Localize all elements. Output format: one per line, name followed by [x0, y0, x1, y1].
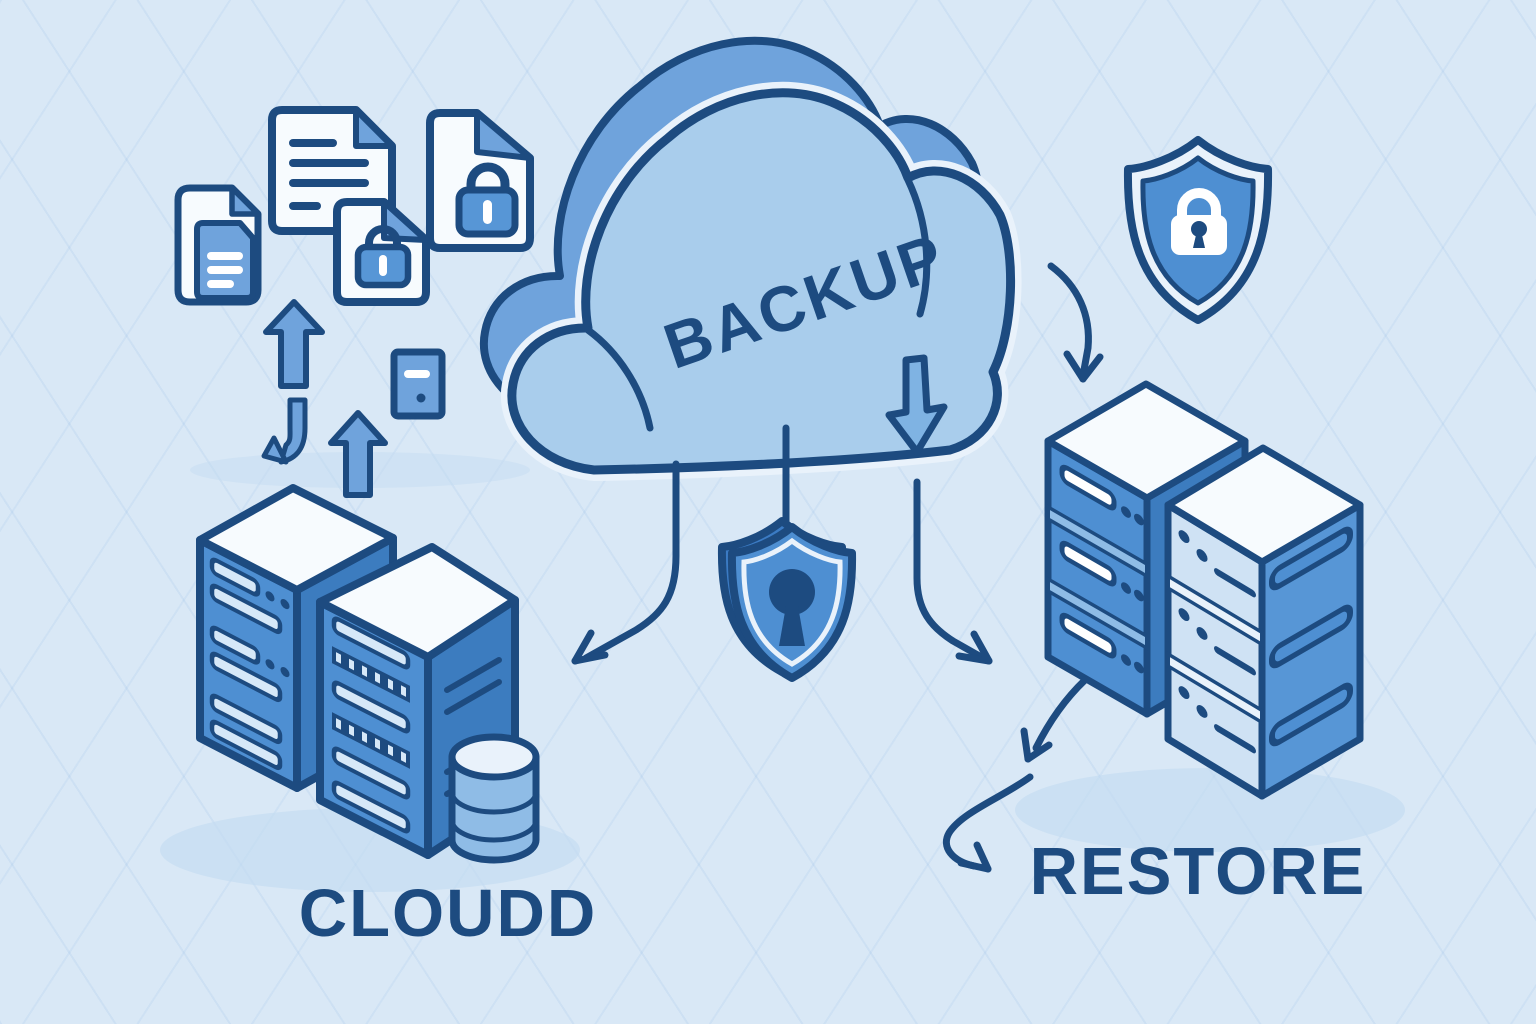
doc-text-line [289, 159, 369, 167]
document-icon [174, 184, 262, 306]
flow-arrow-restore-1-icon [1020, 676, 1089, 763]
right-group-label: RESTORE [1030, 834, 1367, 909]
file-lock-small-icon [333, 198, 430, 306]
database-cylinder-icon [448, 733, 540, 864]
flow-arrow-shield-icon [1047, 262, 1104, 383]
upload-arrow-icon [263, 299, 325, 389]
flow-arrow-right-icon [913, 478, 993, 665]
lock-icon [1171, 188, 1227, 255]
doc-text-line [289, 139, 337, 147]
shield-lock-icon [1123, 136, 1273, 324]
tablet-icon [390, 348, 446, 420]
flow-arrow-left-icon [571, 460, 680, 665]
file-lock-large-icon [426, 109, 534, 252]
upload-arrow-2-icon [328, 410, 388, 498]
cloud-icon: BACKUP [479, 36, 1022, 481]
left-group-label: CLOUDD [299, 876, 598, 951]
doc-text-line [289, 202, 321, 210]
lock-icon [455, 162, 519, 238]
hook-down-arrow-icon [261, 397, 308, 465]
doc-text-line [289, 179, 369, 187]
shield-keyhole-icon [717, 424, 857, 682]
server-stack-front-icon [1164, 444, 1364, 800]
download-solid-arrow-icon [885, 354, 948, 456]
flow-arrow-restore-2-icon [942, 773, 1034, 873]
right-group-shadow [1015, 768, 1405, 852]
lock-icon [354, 225, 412, 289]
